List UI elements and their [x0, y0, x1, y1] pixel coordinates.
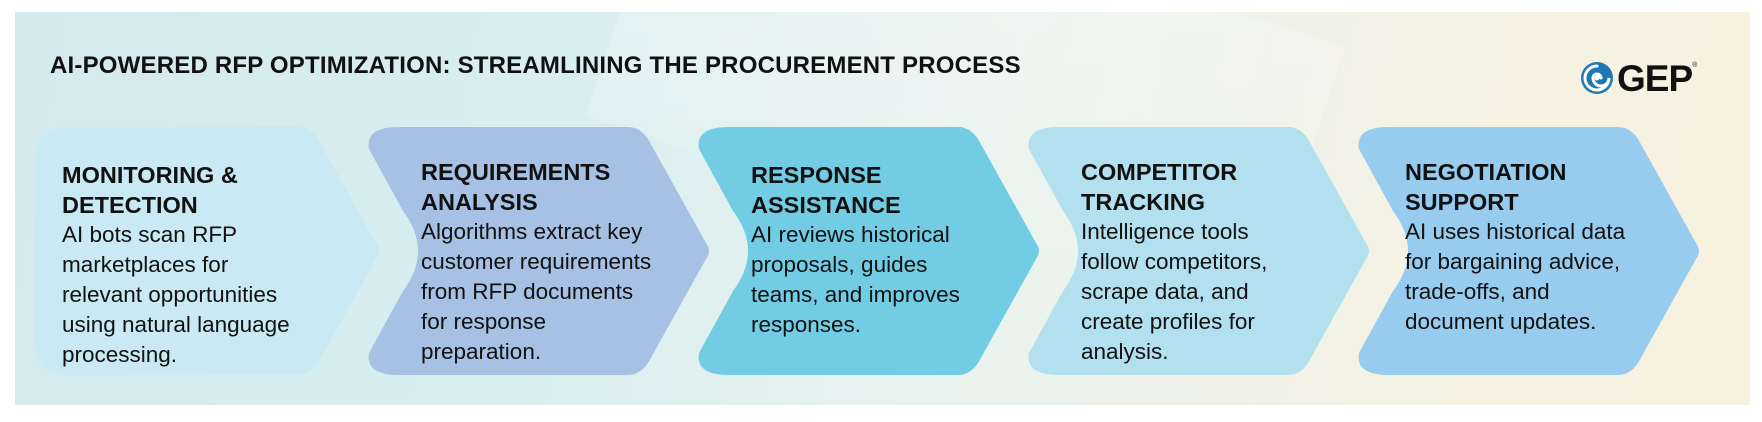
step-title: MONITORING & DETECTION [62, 160, 290, 220]
process-chevrons [35, 127, 1699, 375]
step-desc-line: preparation. [421, 339, 542, 364]
step-title-line: DETECTION [62, 192, 198, 218]
step-title-line: TRACKING [1081, 189, 1206, 215]
step-title: COMPETITOR TRACKING [1081, 157, 1267, 217]
step-desc-line: proposals, guides [751, 252, 928, 277]
logo-wordmark: GEP [1617, 57, 1693, 99]
step-desc-line: responses. [751, 312, 862, 337]
page-title: AI-POWERED RFP OPTIMIZATION: STREAMLININ… [50, 52, 1021, 79]
step-desc-line: relevant opportunities [62, 282, 278, 307]
step-description: Algorithms extract key customer requirem… [421, 217, 651, 367]
step-desc-line: follow competitors, [1081, 249, 1268, 274]
chevron-step-1 [35, 127, 379, 375]
step-title-line: REQUIREMENTS [421, 159, 611, 185]
step-description: AI reviews historical proposals, guides … [751, 220, 960, 340]
step-desc-line: from RFP documents [421, 279, 634, 304]
step-title: NEGOTIATION SUPPORT [1405, 157, 1625, 217]
step-desc-line: trade-offs, and [1405, 279, 1550, 304]
chevron-step-3 [698, 127, 1039, 375]
step-title-line: RESPONSE [751, 162, 882, 188]
step-desc-line: analysis. [1081, 339, 1169, 364]
step-description: AI uses historical data for bargaining a… [1405, 217, 1625, 337]
step-title-line: NEGOTIATION [1405, 159, 1567, 185]
step-4: COMPETITOR TRACKING Intelligence tools f… [1081, 157, 1267, 367]
step-5: NEGOTIATION SUPPORT AI uses historical d… [1405, 157, 1625, 337]
step-2: REQUIREMENTS ANALYSIS Algorithms extract… [421, 157, 651, 367]
step-desc-line: processing. [62, 342, 178, 367]
step-desc-line: Algorithms extract key [421, 219, 643, 244]
step-desc-line: marketplaces for [62, 252, 229, 277]
chevron-step-4 [1028, 127, 1369, 375]
step-desc-line: teams, and improves [751, 282, 960, 307]
chevron-step-2 [368, 127, 709, 375]
step-desc-line: AI bots scan RFP [62, 222, 238, 247]
step-desc-line: using natural language [62, 312, 290, 337]
step-desc-line: Intelligence tools [1081, 219, 1249, 244]
gep-swirl-icon [1581, 62, 1613, 94]
step-desc-line: for response [421, 309, 547, 334]
step-desc-line: document updates. [1405, 309, 1597, 334]
step-3: RESPONSE ASSISTANCE AI reviews historica… [751, 160, 960, 340]
step-desc-line: AI uses historical data [1405, 219, 1626, 244]
step-desc-line: customer requirements [421, 249, 652, 274]
step-description: Intelligence tools follow competitors, s… [1081, 217, 1267, 367]
step-description: AI bots scan RFP marketplaces for releva… [62, 220, 290, 370]
step-title-line: ANALYSIS [421, 189, 538, 215]
step-1: MONITORING & DETECTION AI bots scan RFP … [62, 160, 290, 370]
step-title: REQUIREMENTS ANALYSIS [421, 157, 651, 217]
step-title-line: SUPPORT [1405, 189, 1519, 215]
gep-logo: GEP ® [1580, 56, 1697, 100]
step-desc-line: create profiles for [1081, 309, 1255, 334]
infographic-canvas: AI-POWERED RFP OPTIMIZATION: STREAMLININ… [15, 12, 1750, 405]
step-desc-line: AI reviews historical [751, 222, 950, 247]
step-title: RESPONSE ASSISTANCE [751, 160, 960, 220]
step-title-line: COMPETITOR [1081, 159, 1238, 185]
step-desc-line: scrape data, and [1081, 279, 1249, 304]
logo-trademark: ® [1692, 62, 1698, 69]
chevron-step-5 [1358, 127, 1699, 375]
step-title-line: MONITORING & [62, 162, 238, 188]
step-title-line: ASSISTANCE [751, 192, 901, 218]
step-desc-line: for bargaining advice, [1405, 249, 1621, 274]
